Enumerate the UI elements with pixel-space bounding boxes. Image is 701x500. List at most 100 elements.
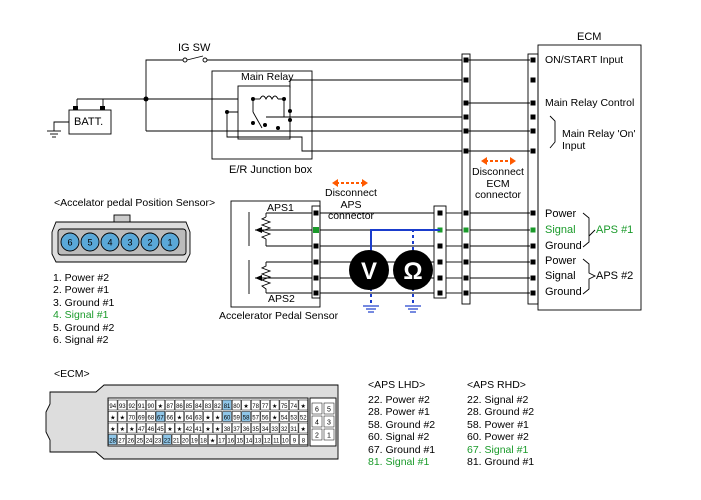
signal-pin-highlight <box>313 227 319 233</box>
ecm-pin-number: 84 <box>195 404 202 410</box>
ecm-pin-number: 77 <box>262 404 269 410</box>
pin-list-item: 81. Ground #1 <box>467 456 535 469</box>
ecm-pin-number: 42 <box>186 427 193 433</box>
ecm-pin-cell <box>279 399 289 411</box>
ecm-pin-cell <box>270 422 280 434</box>
ig-feed-wire <box>145 59 183 131</box>
ecm-main-relay-on: Main Relay 'On' Input <box>562 128 636 152</box>
ecm-pin-number: 37 <box>233 427 240 433</box>
ecm-pin-number: 47 <box>138 427 145 433</box>
aps-pin-number: 4 <box>107 238 112 248</box>
connector-pin <box>530 148 536 154</box>
ig-switch-symbol <box>182 55 208 63</box>
connector-pin <box>530 210 536 216</box>
ecm-pin-number: 60 <box>224 415 231 421</box>
ecm-side-number: 3 <box>327 420 331 427</box>
connector-pin <box>463 100 469 106</box>
ecm-pin-cell <box>203 399 213 411</box>
ecm-side-cell <box>323 428 335 441</box>
ecm-pin-number: 70 <box>128 415 135 421</box>
main-relay-label: Main Relay <box>241 71 294 83</box>
pin-list-item: 67. Signal #1 <box>467 443 529 456</box>
ecm-pin-cell <box>253 434 263 445</box>
ecm-pin-number: ★ <box>272 403 277 410</box>
ecm-side-number: 1 <box>327 433 331 440</box>
battery-label: BATT. <box>74 116 104 128</box>
ecm-pin-number: 18 <box>200 438 207 444</box>
ecm-pin-cell <box>146 399 156 411</box>
ecm-section-title: <ECM> <box>54 368 90 380</box>
ecm-pin-cell <box>226 434 236 445</box>
connector-pin <box>437 290 443 296</box>
ecm-pin-cell <box>108 411 118 422</box>
ecm-pin-number: 66 <box>167 415 174 421</box>
ecm-pin-cell <box>217 434 227 445</box>
ecm-pin-cell <box>193 411 204 422</box>
connector-pin <box>530 290 536 296</box>
ecm-pin-cell <box>280 434 290 445</box>
connector-pin <box>313 290 319 296</box>
ecm-pin-number: 21 <box>173 438 180 444</box>
ecm-pin-cell <box>126 434 136 445</box>
ecm-pin-cell <box>212 411 223 422</box>
connector-pin <box>463 243 469 249</box>
ecm-pin-cell <box>146 411 156 422</box>
ecm-pin-cell <box>136 422 146 434</box>
connector-pin <box>530 57 536 63</box>
ecm-pin-cell <box>251 411 261 422</box>
ecm-pin-number: ★ <box>272 414 277 421</box>
aps-pin <box>140 232 160 252</box>
ecm-pin-number: 22 <box>164 438 171 444</box>
pin-list-item: 2. Power #1 <box>53 284 110 297</box>
ecm-pin-number: 74 <box>290 404 297 410</box>
ecm-pin-number: ★ <box>110 414 115 421</box>
ecm-pin-number: ★ <box>243 403 248 410</box>
connector-pin <box>313 275 319 281</box>
ecm-pin-cell <box>127 422 137 434</box>
ecm-pin-number: 75 <box>281 404 288 410</box>
ecm-box <box>537 44 642 311</box>
ecm-pin-cell <box>251 422 261 434</box>
ecm-side-cell <box>311 402 323 415</box>
ecm-pin-number: 64 <box>186 415 193 421</box>
ecm-pin-number: 53 <box>290 415 297 421</box>
ecm-pin-cell <box>212 399 223 411</box>
ecm-pin-cell <box>289 411 299 422</box>
ecm-pin-cell <box>199 434 208 445</box>
aps-pin-number: 5 <box>87 238 92 248</box>
connector-pin <box>530 259 536 265</box>
ecm-pin-cell <box>155 422 165 434</box>
connector-pin <box>313 210 319 216</box>
ecm-pin-cell <box>299 434 308 445</box>
ecm-pin-number: 92 <box>128 404 135 410</box>
ecm-pin-cell <box>184 422 194 434</box>
ecm-pin-cell <box>174 422 185 434</box>
ecm-pin-cell <box>298 422 308 434</box>
ecm-power-1: Power <box>545 208 577 220</box>
ecm-pin-number: 23 <box>155 438 162 444</box>
ecm-pin-number: 80 <box>233 404 240 410</box>
connector-pin <box>530 227 536 233</box>
pin-list-item: 67. Ground #1 <box>368 443 436 456</box>
connector-pin <box>463 227 469 233</box>
ecm-pin-cell <box>289 434 299 445</box>
ecm-pin-number: 14 <box>246 438 253 444</box>
ecm-pin-cell <box>279 411 289 422</box>
ecm-pin-cell <box>203 422 213 434</box>
ecm-pin-cell <box>189 434 199 445</box>
ecm-pin-number: 24 <box>146 438 153 444</box>
pin-list-item: 6. Signal #2 <box>53 334 109 347</box>
aps-pin-number: 6 <box>67 238 72 248</box>
ecm-pin-number: ★ <box>177 414 182 421</box>
ecm-pin-cell <box>289 422 299 434</box>
ecm-pin-number: ★ <box>167 426 172 433</box>
ecm-pin-cell <box>127 411 137 422</box>
ecm-connector-drawing <box>45 384 339 460</box>
connector-pin <box>463 210 469 216</box>
ecm-pin-number: 67 <box>157 415 164 421</box>
aps-pin <box>60 232 80 252</box>
